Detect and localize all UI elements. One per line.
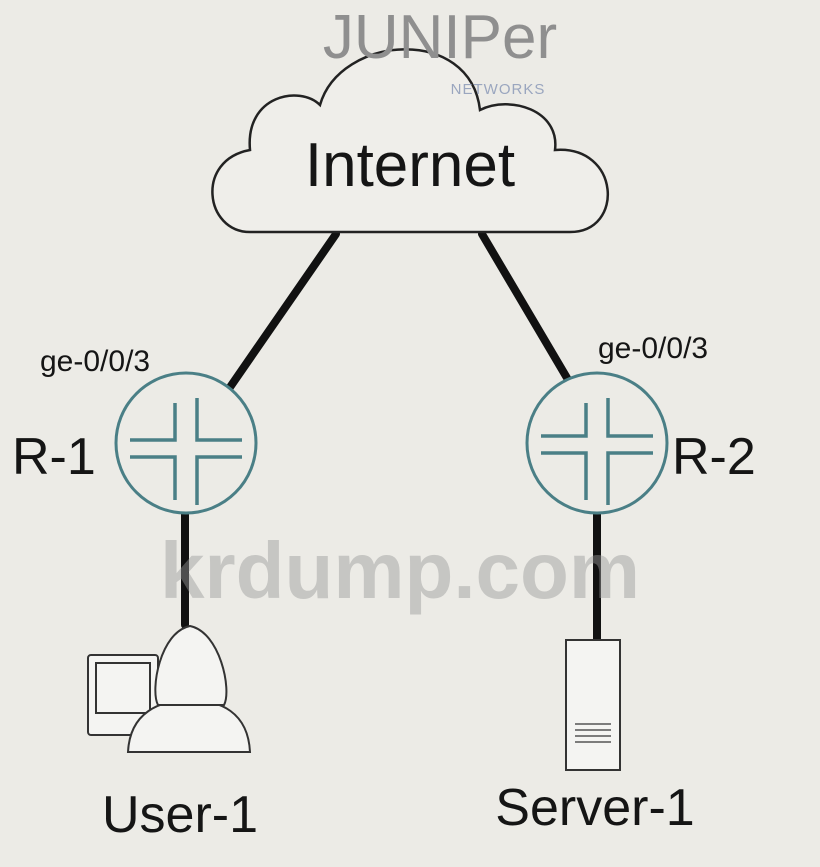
watermark: krdump.com <box>160 526 640 615</box>
server-icon <box>565 639 621 771</box>
cloud-label: Internet <box>305 131 515 200</box>
juniper-logo: JUNIPer NETWORKS <box>323 3 557 98</box>
r2-interface-label: ge-0/0/3 <box>598 332 708 365</box>
r1-interface-label: ge-0/0/3 <box>40 345 150 378</box>
router-arrows-icon <box>130 398 242 505</box>
user-icon <box>87 624 252 753</box>
router-r1-label: R-1 <box>12 428 96 486</box>
router-arrows-icon <box>541 398 653 505</box>
router-r2-label: R-2 <box>672 428 756 486</box>
router-icon <box>114 371 258 515</box>
link-internet-r2 <box>478 230 574 387</box>
user-1-label: User-1 <box>102 786 258 844</box>
logo-brand: JUNIPer <box>323 3 557 72</box>
links <box>181 230 601 646</box>
router-r2[interactable] <box>525 371 669 515</box>
router-icon <box>525 371 669 515</box>
logo-sub: NETWORKS <box>451 81 546 98</box>
router-r1[interactable] <box>114 371 258 515</box>
server-1-label: Server-1 <box>495 779 694 837</box>
link-internet-r1 <box>222 230 340 397</box>
internet-cloud <box>211 48 610 234</box>
